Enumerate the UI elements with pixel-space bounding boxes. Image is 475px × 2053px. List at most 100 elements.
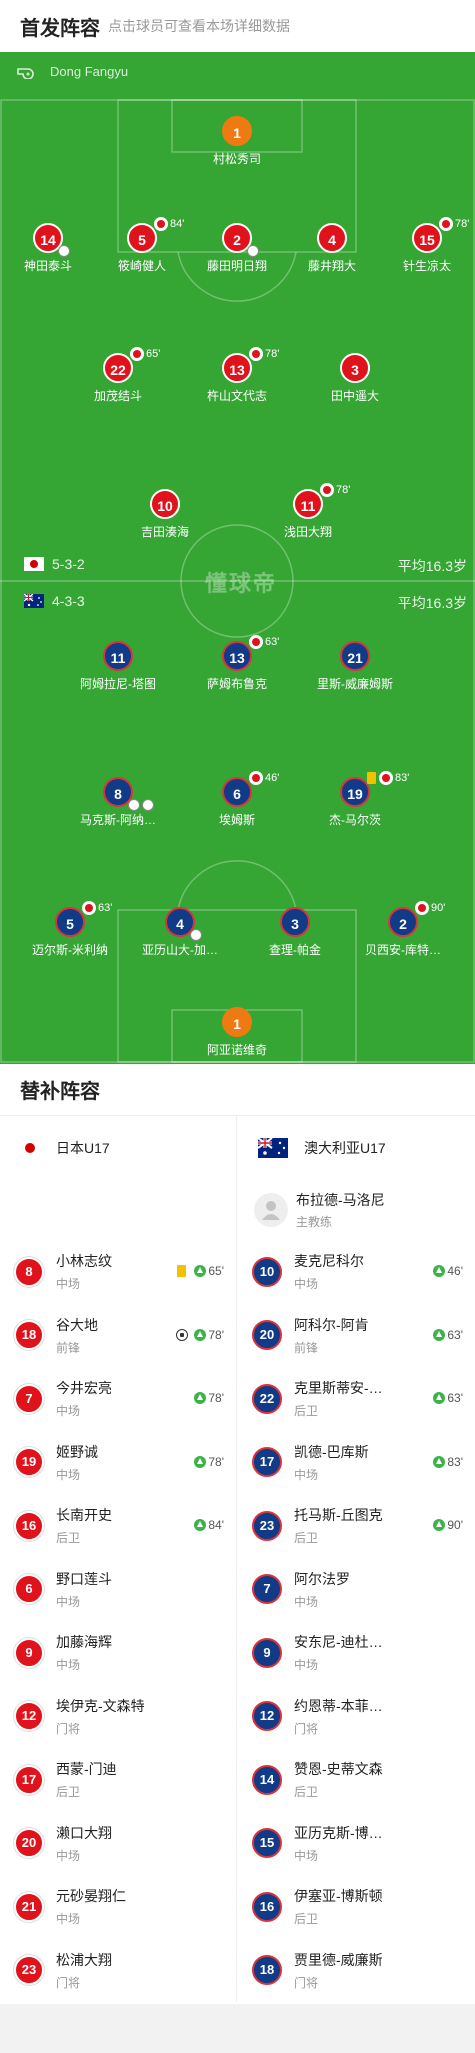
watermark-logo: 懂球帝 [205,571,278,596]
substitution-in-icon [433,1455,446,1468]
substitute-position: 门将 [56,1975,81,1990]
player-name: 浅田大翔 [283,525,332,539]
substitute-position: 中场 [294,1658,319,1673]
substitute-number: 21 [14,1891,44,1922]
japan-flag-icon [25,1143,35,1153]
substitute-info: 托马斯-丘图克后卫 [294,1505,383,1546]
japan-flag-icon [24,557,44,571]
substitute-position: 中场 [294,1467,319,1482]
substitute-number: 9 [252,1637,282,1668]
player-number: 5 [127,223,157,253]
substitute-number: 15 [252,1828,282,1859]
substitute-position: 中场 [56,1912,81,1927]
substitute-info: 阿尔法罗中场 [294,1569,350,1610]
away-coach[interactable]: 布拉德-马洛尼 主教练 [238,1180,475,1240]
player-number: 2 [388,907,418,937]
substitute-number: 20 [252,1320,282,1351]
goal-ball-icon [142,799,154,811]
player-name: 亚历山大-加… [142,943,218,957]
substitution-minute: 78' [455,218,470,230]
substitution-out-icon [154,217,168,231]
substitution-minute: 78' [208,1327,224,1342]
player-number: 13 [222,641,252,671]
substitute-position: 中场 [294,1594,319,1609]
substitute-number: 19 [14,1447,44,1478]
substitute-number: 6 [14,1574,44,1605]
player-badges: 63' [82,901,112,915]
substitution-in-icon [433,1265,446,1277]
substitute-number: 12 [14,1701,44,1732]
goal-ball-icon [190,929,202,941]
substitute-info: 野口莲斗中场 [56,1569,112,1610]
substitute-name: 克里斯蒂安-… [294,1380,383,1397]
substitute-number: 17 [14,1764,44,1795]
substitute-number: 7 [252,1574,282,1605]
substitution-minute: 63' [447,1327,463,1342]
substitute-position: 门将 [56,1721,81,1736]
substitute-name: 埃伊克-文森特 [56,1697,145,1714]
player-number: 15 [412,223,442,253]
player-number: 22 [103,353,133,383]
substitute-row[interactable]: 12 埃伊克-文森特门将 [0,1685,236,1749]
substitute-info: 小林志纹中场 [56,1251,112,1292]
substitute-name: 松浦大翔 [56,1951,112,1968]
substitute-events: 63' [433,1391,463,1405]
player-number: 5 [55,907,85,937]
player-badges: 78' [249,347,279,361]
substitute-events: 78' [194,1391,224,1405]
yellow-card-icon [177,1265,187,1277]
substitute-name: 小林志纹 [56,1253,112,1270]
away-team-row: 澳大利亚U17 [238,1116,475,1180]
substitute-position: 后卫 [294,1912,319,1927]
substitute-row[interactable]: 7 阿尔法罗中场 [238,1558,475,1622]
substitute-row[interactable]: 6 野口莲斗中场 [0,1558,236,1622]
goal-ball-icon [176,1328,189,1341]
player-number: 13 [222,353,252,383]
player-number: 10 [150,489,180,519]
